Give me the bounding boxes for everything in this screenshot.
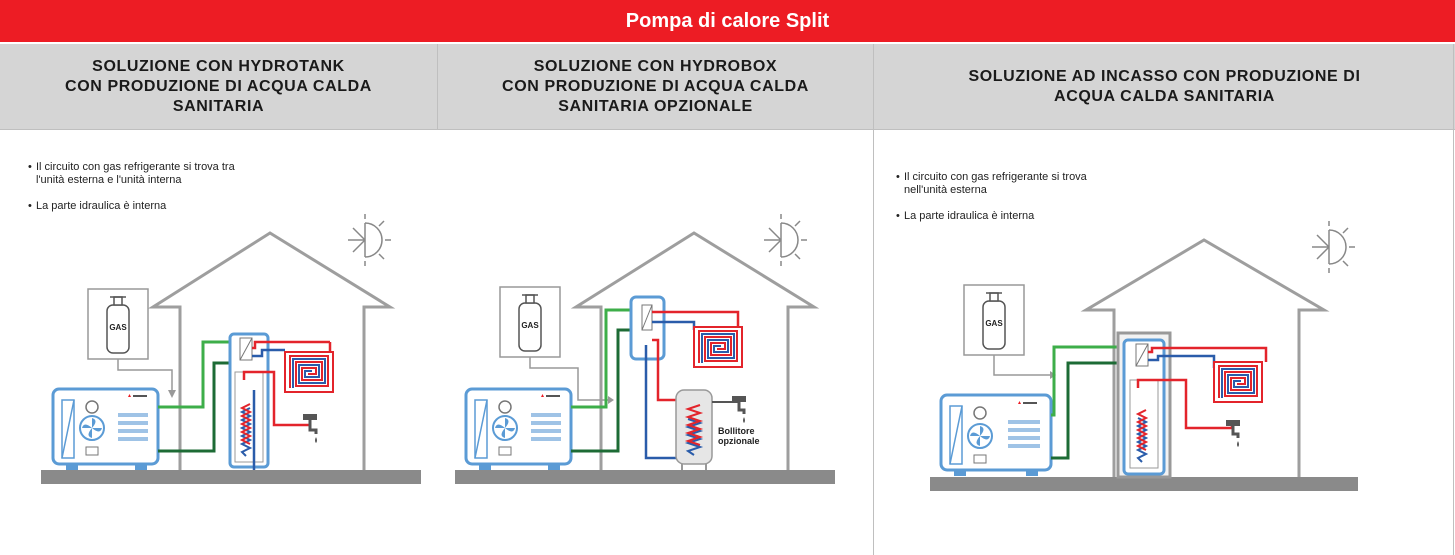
- panel-3-header-line-1: SOLUZIONE AD INCASSO CON PRODUZIONE DI: [968, 67, 1361, 85]
- panel-1-bullet-1: Il circuito con gas refrigerante si trov…: [28, 161, 258, 187]
- gas-arrow-head: [168, 390, 176, 398]
- ground-slab: [930, 477, 1358, 491]
- gas-cylinder-icon: [518, 294, 542, 352]
- return-pipe-blue: [1148, 354, 1216, 368]
- faucet-icon: [1226, 420, 1240, 447]
- floor-heating-coil-icon: [1213, 361, 1263, 403]
- brand-logo-icon: [1018, 401, 1037, 404]
- outdoor-unit: [939, 393, 1053, 472]
- supply-pipe-red: [652, 310, 740, 327]
- snowflake-sun-icon: [764, 214, 807, 266]
- panel-3-bullets: Il circuito con gas refrigerante si trov…: [896, 171, 1126, 236]
- panel-2-header: SOLUZIONE CON HYDROBOX CON PRODUZIONE DI…: [438, 44, 873, 129]
- boiler-supply-red: [652, 338, 688, 402]
- outdoor-unit: [51, 387, 160, 466]
- faucet-icon: [732, 396, 746, 423]
- ground-slab: [455, 470, 835, 484]
- outdoor-unit: [464, 387, 573, 466]
- panel-1-bullet-2: La parte idraulica è interna: [28, 200, 258, 213]
- gas-arrow: [529, 357, 608, 401]
- separator-3: [1453, 44, 1454, 555]
- snowflake-sun-icon: [1312, 221, 1355, 273]
- fan-icon: [79, 415, 105, 441]
- house-outline: [1080, 238, 1330, 477]
- supply-pipe-red: [252, 340, 330, 350]
- gas-arrow: [993, 355, 1050, 376]
- house-outline: [570, 231, 820, 470]
- panel-1-diagram: GAS: [41, 214, 421, 484]
- gas-cylinder-icon: [982, 292, 1006, 350]
- house-outline: [147, 231, 396, 470]
- header-bottom-rule: [0, 129, 1455, 130]
- panel-1-header-line-1: SOLUZIONE CON HYDROTANK: [92, 57, 345, 75]
- gas-arrow: [117, 359, 173, 392]
- separator-1: [437, 44, 438, 129]
- boiler-label-line-1: Bollitore: [718, 426, 755, 436]
- refrigerant-pipe-dark-green: [1051, 361, 1136, 460]
- panel-1-bullets: Il circuito con gas refrigerante si trov…: [28, 161, 258, 226]
- snowflake-sun-icon: [348, 214, 391, 266]
- gas-arrow-head: [608, 396, 614, 404]
- faucet-icon: [303, 414, 318, 443]
- refrigerant-pipe-green: [158, 340, 243, 409]
- page-title: Pompa di calore Split: [0, 0, 1455, 42]
- panel-2-diagram: GAS Bollitore opzionale: [455, 214, 835, 484]
- gas-cylinder-icon: [106, 296, 130, 354]
- brand-logo-icon: [541, 394, 560, 397]
- fan-icon: [967, 423, 993, 449]
- panel-3-header: SOLUZIONE AD INCASSO CON PRODUZIONE DI A…: [874, 44, 1455, 129]
- panel-2-header-line-1: SOLUZIONE CON HYDROBOX: [533, 57, 778, 75]
- gas-label: GAS: [109, 323, 127, 332]
- brand-logo-icon: [128, 394, 147, 397]
- panel-1-header-line-2: CON PRODUZIONE DI ACQUA CALDA: [65, 77, 372, 95]
- panel-3-header-line-2: ACQUA CALDA SANITARIA: [1054, 87, 1275, 105]
- floor-heating-coil-icon: [693, 326, 743, 368]
- panel-3-bullet-1: Il circuito con gas refrigerante si trov…: [896, 171, 1126, 197]
- panel-2-header-line-3: SANITARIA OPZIONALE: [558, 97, 753, 115]
- panel-1-header: SOLUZIONE CON HYDROTANK CON PRODUZIONE D…: [0, 44, 437, 129]
- panel-2-header-line-2: CON PRODUZIONE DI ACQUA CALDA: [502, 77, 809, 95]
- refrigerant-pipe-green: [571, 308, 646, 409]
- separator-2: [873, 44, 874, 555]
- panel-3-bullet-2: La parte idraulica è interna: [896, 210, 1126, 223]
- floor-heating-coil-icon: [284, 342, 334, 393]
- gas-label: GAS: [985, 319, 1003, 328]
- fan-icon: [492, 415, 518, 441]
- panel-1-header-line-3: SANITARIA: [172, 97, 265, 115]
- gas-label: GAS: [521, 321, 539, 330]
- boiler-label-line-2: opzionale: [718, 436, 760, 446]
- refrigerant-pipe-green: [1051, 345, 1136, 417]
- boiler-return-blue: [644, 345, 688, 460]
- supply-pipe-red: [1148, 346, 1268, 362]
- return-pipe-blue: [252, 348, 285, 358]
- panel-3-diagram: GAS: [930, 221, 1358, 491]
- tank-coil: [239, 407, 253, 457]
- ground-slab: [41, 470, 421, 484]
